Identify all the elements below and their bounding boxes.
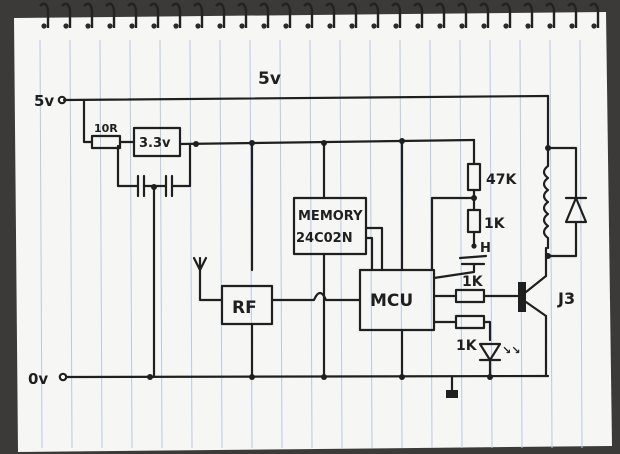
relay-coil-icon <box>542 164 550 250</box>
led-rays-icon: ↘↘ <box>502 344 520 357</box>
terminal-5v <box>57 95 67 105</box>
transistor-icon <box>518 282 526 312</box>
wire-led <box>482 320 492 342</box>
label-1k-mid: 1K <box>462 274 484 290</box>
wire-diode <box>546 146 578 258</box>
ground-icon <box>446 390 458 398</box>
transistor-leads <box>524 274 548 318</box>
terminal-0v <box>58 372 68 382</box>
junction-rf-vcc <box>249 140 255 146</box>
label-10r: 10R <box>94 122 118 135</box>
antenna-icon <box>192 256 224 302</box>
junction-cap-gnd <box>151 184 157 190</box>
junction-mcu-vcc <box>399 138 405 144</box>
spiral-binding <box>39 2 600 28</box>
ruled-lines <box>39 39 583 449</box>
binding-holes <box>41 23 597 29</box>
label-47k: 47K <box>486 172 517 188</box>
label-mcu: MCU <box>370 291 413 311</box>
rf-module <box>220 284 274 326</box>
mcu-chip <box>358 268 436 332</box>
junction-gnd-mem <box>321 374 327 380</box>
junction-gnd-1 <box>147 374 153 380</box>
wire-rf-to-mcu <box>270 291 362 302</box>
switch-contact-top <box>471 243 477 249</box>
label-3v3: 3.3v <box>139 136 171 151</box>
label-1k-top: 1K <box>484 216 506 232</box>
junction-gnd-led <box>487 374 493 380</box>
label-rf: RF <box>232 298 257 318</box>
rail-5v-wire <box>62 94 550 102</box>
label-1k-bot: 1K <box>456 338 478 354</box>
junction-gnd-mcu <box>399 374 405 380</box>
label-5v-left: 5v <box>34 92 54 110</box>
rail-0v-wire <box>64 374 550 379</box>
junction-gnd-rf <box>249 374 255 380</box>
wire-cap-left <box>116 144 140 188</box>
wire-divider-mcu <box>430 196 476 272</box>
label-24c02n: 24C02N <box>296 231 353 246</box>
paper-sheet <box>14 12 612 452</box>
wire-to-10r <box>82 98 94 144</box>
wire-cap-right <box>170 142 192 188</box>
label-j3: J3 <box>557 289 575 308</box>
label-5v-center: 5v <box>258 69 281 89</box>
label-h: H <box>480 241 491 256</box>
diode-icon <box>564 196 588 224</box>
wire-switch-mcu <box>432 262 476 280</box>
regulator-3v3 <box>132 126 182 158</box>
junction-mem-vcc <box>321 140 327 146</box>
wire-mem-data <box>364 226 384 272</box>
label-0v: 0v <box>28 370 48 388</box>
wire-3v3-rail <box>178 138 476 146</box>
junction-reg-out <box>193 141 199 147</box>
memory-chip <box>292 196 368 256</box>
label-memory: MEMORY <box>298 209 363 224</box>
